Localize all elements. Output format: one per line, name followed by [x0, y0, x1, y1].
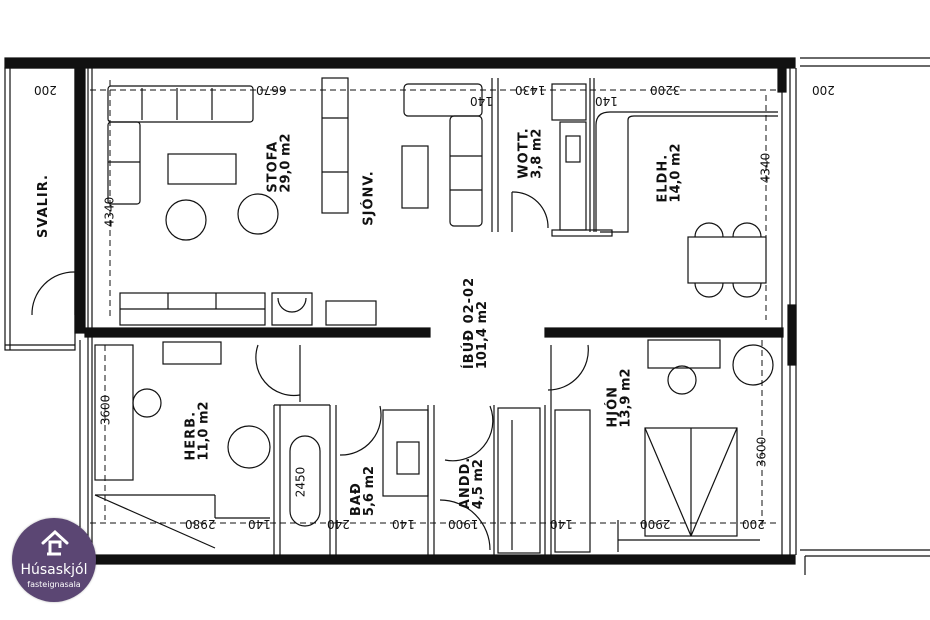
dim-top-left-200: 200: [34, 83, 57, 97]
dim-hjon-width: 2900: [640, 517, 671, 531]
dim-bad-length: 2450: [293, 466, 308, 498]
dim-wc-140b: 140: [595, 94, 618, 108]
outer-wall-bottom: [94, 554, 796, 565]
dim-stofa-width: 6670: [256, 83, 287, 97]
dim-herb-140: 140: [248, 517, 271, 531]
dim-bad-240: 240: [327, 517, 350, 531]
house-icon: [41, 529, 69, 556]
room-label-stofa: STOFA 29,0 m2: [265, 133, 294, 193]
dim-eldh-depth: 4340: [758, 152, 773, 184]
unit-label: ÍBÚÐ 02-02 101,4 m2: [462, 276, 491, 370]
dim-bad-140: 140: [392, 517, 415, 531]
room-label-sjonv: SJÓNV.: [361, 170, 377, 226]
dim-and-1900: 1900: [448, 517, 479, 531]
room-label-and: ANDD. 4,5 m2: [458, 456, 487, 510]
room-label-eldh: ELDH. 14,0 m2: [655, 143, 684, 203]
dim-herb-width: 2980: [185, 517, 216, 531]
dim-hjon-depth: 3600: [754, 436, 769, 468]
dim-eldh-width: 3200: [650, 83, 681, 97]
dim-wc-140: 140: [470, 94, 493, 108]
dim-wc-1430: 1430: [515, 83, 546, 97]
logo-name: Húsaskjól: [20, 562, 88, 578]
outer-wall-top: [4, 57, 796, 69]
dim-stofa-depth: 4340: [102, 196, 117, 228]
room-label-hjon: HJÓN 13,9 m2: [605, 368, 634, 428]
dim-hjon-200: 200: [742, 517, 765, 531]
dim-and-140: 140: [550, 517, 573, 531]
room-label-wc: WOTT. 3,8 m2: [516, 127, 545, 179]
dim-herb-depth: 3600: [98, 394, 113, 426]
room-label-bad: BAÐ 5,6 m2: [349, 465, 378, 517]
agency-logo: Húsaskjól fasteignasala: [12, 518, 96, 602]
logo-subtitle: fasteignasala: [27, 580, 81, 589]
room-label-herb: HERB. 11,0 m2: [183, 401, 212, 461]
dim-top-right-200: 200: [812, 83, 835, 97]
room-label-svalir: SVALIR.: [35, 174, 51, 238]
